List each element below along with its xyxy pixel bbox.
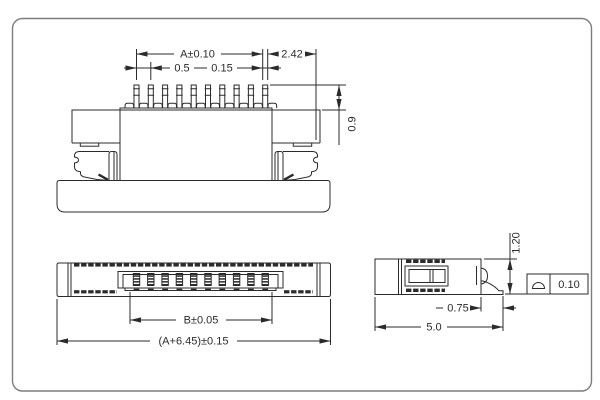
dim-contact-span: B±0.05 bbox=[184, 315, 219, 327]
side-view-dimensions: 0.75 5.0 1.20 bbox=[374, 232, 527, 334]
gdt-frame: 0.10 bbox=[526, 273, 589, 295]
dim-pin-pitch: 0.5 bbox=[174, 63, 189, 75]
solder-foot bbox=[480, 280, 504, 295]
pin-row-bottom bbox=[132, 273, 269, 291]
dim-overall-width: (A+6.45)±0.15 bbox=[159, 336, 229, 348]
dimension-arrowheads bbox=[57, 51, 514, 344]
gdt-tolerance: 0.10 bbox=[558, 279, 579, 291]
dim-overall-depth: 5.0 bbox=[426, 322, 441, 334]
mounting-clip-right bbox=[273, 141, 319, 182]
front-view-dimensions: A±0.10 2.42 0.5 0.15 0.9 bbox=[124, 48, 359, 145]
dim-overall-height: 1.20 bbox=[511, 232, 523, 253]
dim-pin-width: 0.15 bbox=[211, 63, 232, 75]
dim-end-gap: 2.42 bbox=[281, 49, 302, 61]
front-view bbox=[56, 84, 331, 213]
profile-of-surface-icon bbox=[531, 282, 546, 289]
pin-row-top bbox=[124, 84, 278, 109]
dim-pin-height: 0.9 bbox=[347, 116, 359, 131]
side-view bbox=[374, 258, 504, 295]
bottom-view-dimensions: B±0.05 (A+6.45)±0.15 bbox=[56, 292, 331, 348]
hatch-strips bbox=[74, 259, 445, 294]
mounting-clip-left bbox=[74, 142, 118, 181]
sheet-border bbox=[11, 17, 593, 392]
bottom-view bbox=[56, 259, 445, 297]
dim-foot-length: 0.75 bbox=[447, 303, 468, 315]
dim-pin-span: A±0.10 bbox=[180, 49, 215, 61]
base-plate bbox=[56, 180, 331, 213]
latch-bump bbox=[480, 267, 489, 285]
